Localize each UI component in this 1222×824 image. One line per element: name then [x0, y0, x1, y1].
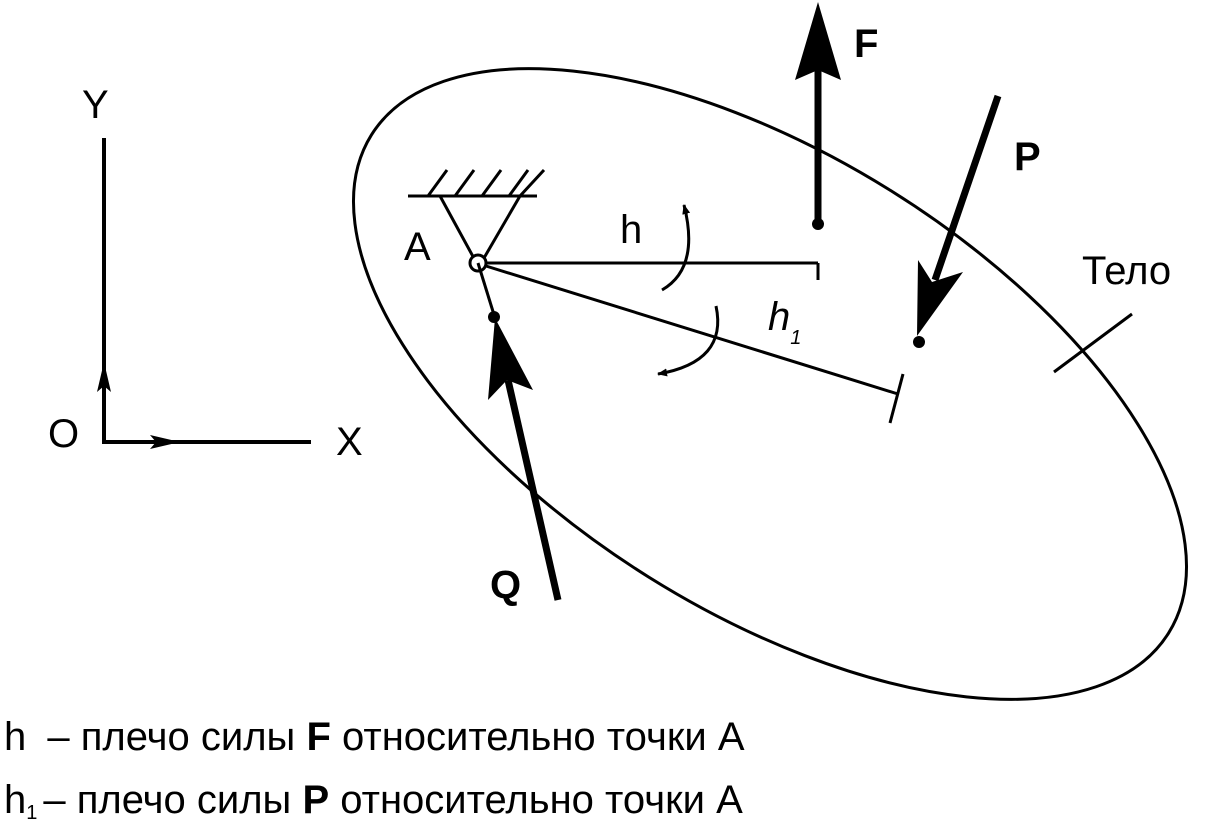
- hinge-support: A: [404, 168, 546, 273]
- force-p-shaft: [931, 94, 1002, 282]
- legend-dash: –: [47, 715, 70, 759]
- y-axis-label: Y: [82, 83, 109, 127]
- force-p: P: [913, 94, 1041, 348]
- legend-dash: –: [43, 778, 66, 822]
- legend-subscript: 1: [26, 802, 38, 824]
- legend-text-before: плечо силы: [76, 778, 292, 822]
- arm-h: h: [486, 204, 820, 292]
- legend-text-before: плечо силы: [80, 715, 296, 759]
- legend-force: F: [306, 715, 331, 759]
- rotation-arrow-h1-icon: [657, 305, 720, 377]
- legend-symbol: h: [4, 715, 27, 759]
- legend-text-after: относительно точки А: [340, 778, 743, 822]
- force-q-shaft: [504, 379, 562, 601]
- arm-h1-label: h1: [768, 295, 801, 349]
- legend-force: P: [302, 778, 330, 822]
- support-leg: [482, 195, 522, 259]
- body-label: Тело: [1082, 249, 1171, 293]
- arm-h-label: h: [620, 208, 642, 252]
- body-label-leader: [1053, 312, 1133, 374]
- y-axis-arrow-icon: [97, 362, 111, 392]
- legend-line-2: h1– плечо силы P относительно точки А: [4, 778, 743, 823]
- x-axis-arrow-icon: [150, 435, 180, 449]
- support-hatch: [518, 168, 546, 198]
- body-label-group: Тело: [1053, 249, 1171, 374]
- arm-h1-label-sub: 1: [790, 327, 801, 349]
- support-hatch: [453, 169, 476, 197]
- force-p-arrowhead-icon: [917, 260, 963, 336]
- legend-symbol: h: [4, 778, 27, 822]
- arm-h1-tick: [888, 373, 905, 424]
- support-hatch: [507, 169, 530, 197]
- force-q-arrowhead-icon: [488, 318, 533, 400]
- hinge-to-q-line: [476, 262, 497, 319]
- body-ellipse: [352, 67, 1188, 701]
- arm-h1: h1: [485, 264, 905, 424]
- force-q-application-point: [488, 311, 500, 323]
- force-f-application-point: [812, 218, 824, 230]
- legend-line-1: h – плечо силы F относительно точки А: [4, 717, 745, 757]
- legend-text-after: относительно точки А: [342, 715, 745, 759]
- force-p-application-point: [913, 336, 925, 348]
- arm-h1-line: [485, 264, 899, 396]
- support-hatch: [480, 169, 503, 197]
- force-f-arrowhead-icon: [795, 2, 841, 80]
- force-p-label: P: [1014, 135, 1041, 179]
- arm-h1-label-main: h: [768, 295, 790, 339]
- force-q-label: Q: [490, 563, 521, 607]
- force-f: F: [795, 2, 878, 230]
- point-a-label: A: [404, 225, 431, 269]
- support-hatch: [426, 169, 449, 197]
- force-q: Q: [476, 262, 562, 607]
- force-f-label: F: [854, 22, 878, 66]
- origin-label: O: [48, 412, 79, 456]
- rotation-arrow-h-icon: [661, 204, 691, 292]
- x-axis-label: X: [336, 420, 363, 464]
- coordinate-axes: Y O X: [48, 83, 363, 464]
- support-leg: [438, 195, 478, 263]
